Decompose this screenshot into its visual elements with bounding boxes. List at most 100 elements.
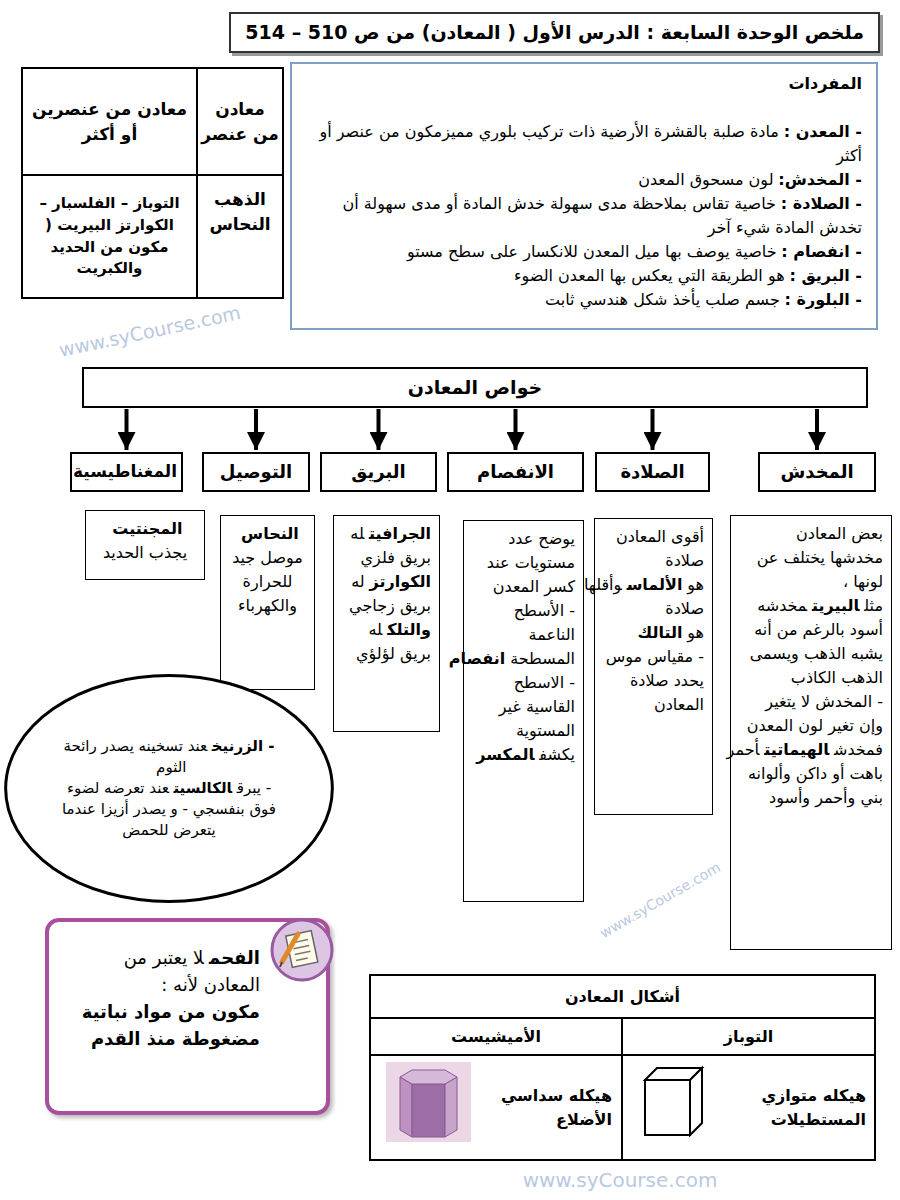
property-box: البريق <box>320 452 437 492</box>
watermark: www.syCourse.com <box>19 285 282 378</box>
key-term: خواص المعادن <box>408 376 543 398</box>
element-table <box>22 68 283 298</box>
table-border <box>22 68 283 298</box>
body-text: يجذب الحديد <box>103 543 187 562</box>
prism-face <box>445 1077 457 1137</box>
property-box: الصلادة <box>595 452 710 492</box>
key-term: انفصام <box>449 649 506 668</box>
cuboid-figure <box>645 1068 702 1135</box>
vocabulary-box: المفردات - المعدن :مادة صلبة بالقشرة الأر… <box>290 62 878 330</box>
body-text: - الأسطح الناعمة المسطحة <box>510 601 575 668</box>
body-text: موصل جيد للحرارة والكهرباء <box>232 548 303 615</box>
cell-text: معادن من عنصرين أو أكثر <box>30 97 189 146</box>
table-border <box>370 975 875 1160</box>
prism-top <box>400 1070 457 1084</box>
key-term: الألماس <box>627 575 683 594</box>
property-box: المغناطيسية <box>70 452 183 492</box>
key-term: الكالسيت <box>173 779 232 797</box>
note-box: الفحملا يعتبر من المعادن لأنه :مكون من م… <box>45 918 330 1115</box>
key-term: المغناطيسية <box>73 461 177 481</box>
watermark: www.syCourse.com <box>420 1163 820 1197</box>
cuboid-face <box>645 1080 690 1135</box>
table-cell: هيكله سداسي الأضلاع <box>476 1060 616 1155</box>
table-cell: التوباز – الفلسبار – الكوارتز البيريت ( … <box>22 175 197 298</box>
ellipse-outline <box>3 672 335 905</box>
table-rule <box>22 174 283 176</box>
hexagonal-prism-figure <box>386 1062 471 1142</box>
watermark-text: www.syCourse.com <box>596 857 724 943</box>
cell-text: هيكله سداسي الأضلاع <box>480 1084 612 1130</box>
description-box: بعض المعادن مخدشها يختلف عن لونها ، مثلا… <box>730 515 892 950</box>
key-term: المكسر <box>476 745 534 764</box>
table-cell: معادن من عنصرين أو أكثر <box>22 68 197 175</box>
watermark-text: www.syCourse.com <box>523 1166 718 1195</box>
key-term: الجرافيت <box>369 524 431 543</box>
description-box: المجنتيت يجذب الحديد <box>85 510 205 580</box>
table-cell: أشكال المعادن <box>370 975 875 1018</box>
cell-text: أشكال المعادن <box>565 985 680 1008</box>
arrow-connector <box>254 409 258 450</box>
prism-face <box>400 1077 412 1137</box>
arrow-connector <box>815 409 819 450</box>
description-box: الجرافيتله بريق فلزيالكوارتزله بريق زجاج… <box>333 515 440 732</box>
key-term: مكون من مواد نباتية مضغوطة منذ القدم <box>82 1001 260 1049</box>
key-term: والتلك <box>387 620 431 639</box>
table-rule <box>196 68 198 298</box>
body-text: عند تسخينه يصدر رائحة الثوم <box>63 737 207 776</box>
arrow-connector <box>377 409 381 450</box>
key-term: - البلورة : <box>785 290 862 309</box>
property-box: المخدش <box>758 452 876 492</box>
text-wrap: - الزرنيخ عند تسخينه يصدر رائحة الثوم - يب… <box>58 736 280 841</box>
key-term: - البريق : <box>789 266 862 285</box>
key-term: الهيماتيت <box>764 740 829 759</box>
key-term: الفحم <box>209 947 260 968</box>
key-term: المجنتيت <box>112 519 182 538</box>
key-term: الكوارتز <box>370 572 431 591</box>
table-cell: الأميشيست <box>370 1018 622 1055</box>
table-cell: التوباز <box>622 1018 875 1055</box>
key-term: المخدش <box>780 461 853 482</box>
key-term: - الزرنيخ <box>212 737 275 755</box>
arrow-connector <box>125 409 129 450</box>
table-rule <box>621 1018 623 1160</box>
property-box: التوصيل <box>202 452 310 492</box>
watermark-text: www.syCourse.com <box>57 299 244 364</box>
cuboid-face <box>690 1068 702 1135</box>
body-text: خاصية يوصف بها ميل المعدن للانكسار على س… <box>407 242 777 261</box>
note-ellipse: - الزرنيخ عند تسخينه يصدر رائحة الثوم - يب… <box>3 672 335 905</box>
body-text: لون مسحوق المعدن <box>638 170 773 189</box>
body-text: هو الطريقة التي يعكس بها المعدن الضوء <box>514 266 785 285</box>
arrow-connector <box>651 409 655 450</box>
cell-text: الذهب النحاس <box>201 187 279 236</box>
key-term: البريق <box>351 461 405 482</box>
cell-text: معادن من عنصر <box>201 97 279 146</box>
property-box: الانفصام <box>447 452 584 492</box>
key-term: - المعدن : <box>784 122 862 141</box>
title-box: ملخص الوحدة السابعة : الدرس الأول ( المع… <box>229 12 880 53</box>
key-term: النحاس <box>241 524 299 543</box>
body-text: - مقياس موس يحدد صلادة المعادن <box>606 647 704 714</box>
key-term: المفردات <box>306 72 862 96</box>
body-text: جسم صلب يأخذ شكل هندسي ثابت <box>545 290 780 309</box>
description-box: أقوى المعادن صلادة هوالألماسوأقلها صلادة… <box>594 518 713 815</box>
body-text: مادة صلبة بالقشرة الأرضية ذات تركيب بلور… <box>319 122 862 165</box>
key-term: ملخص الوحدة السابعة : الدرس الأول ( المع… <box>245 21 864 43</box>
key-term: التالك <box>638 623 683 642</box>
table-cell: الذهب النحاس <box>197 175 283 298</box>
ellipse-shape <box>6 675 333 901</box>
cell-text: التوباز – الفلسبار – الكوارتز البيريت ( … <box>30 193 189 280</box>
key-term: الانفصام <box>477 461 554 482</box>
body-text: يوضح عدد مستويات عند كسر المعدن <box>487 529 575 596</box>
table-cell: معادن من عنصر <box>197 68 283 175</box>
table-cell: هيكله متوازي المستطيلات <box>705 1060 870 1155</box>
watermark: www.syCourse.com <box>589 848 730 953</box>
key-term: الصلادة <box>620 461 684 482</box>
cell-text: هيكله متوازي المستطيلات <box>709 1084 866 1130</box>
body-text: - يبرق <box>237 779 271 797</box>
key-term: - المخدش: <box>778 170 862 189</box>
cell-text: الأميشيست <box>451 1025 541 1048</box>
description-box: النحاس موصل جيد للحرارة والكهرباء <box>220 515 315 690</box>
main-box: خواص المعادن <box>82 367 868 408</box>
key-term: البيريت <box>812 596 860 615</box>
shapes-table <box>370 975 875 1160</box>
